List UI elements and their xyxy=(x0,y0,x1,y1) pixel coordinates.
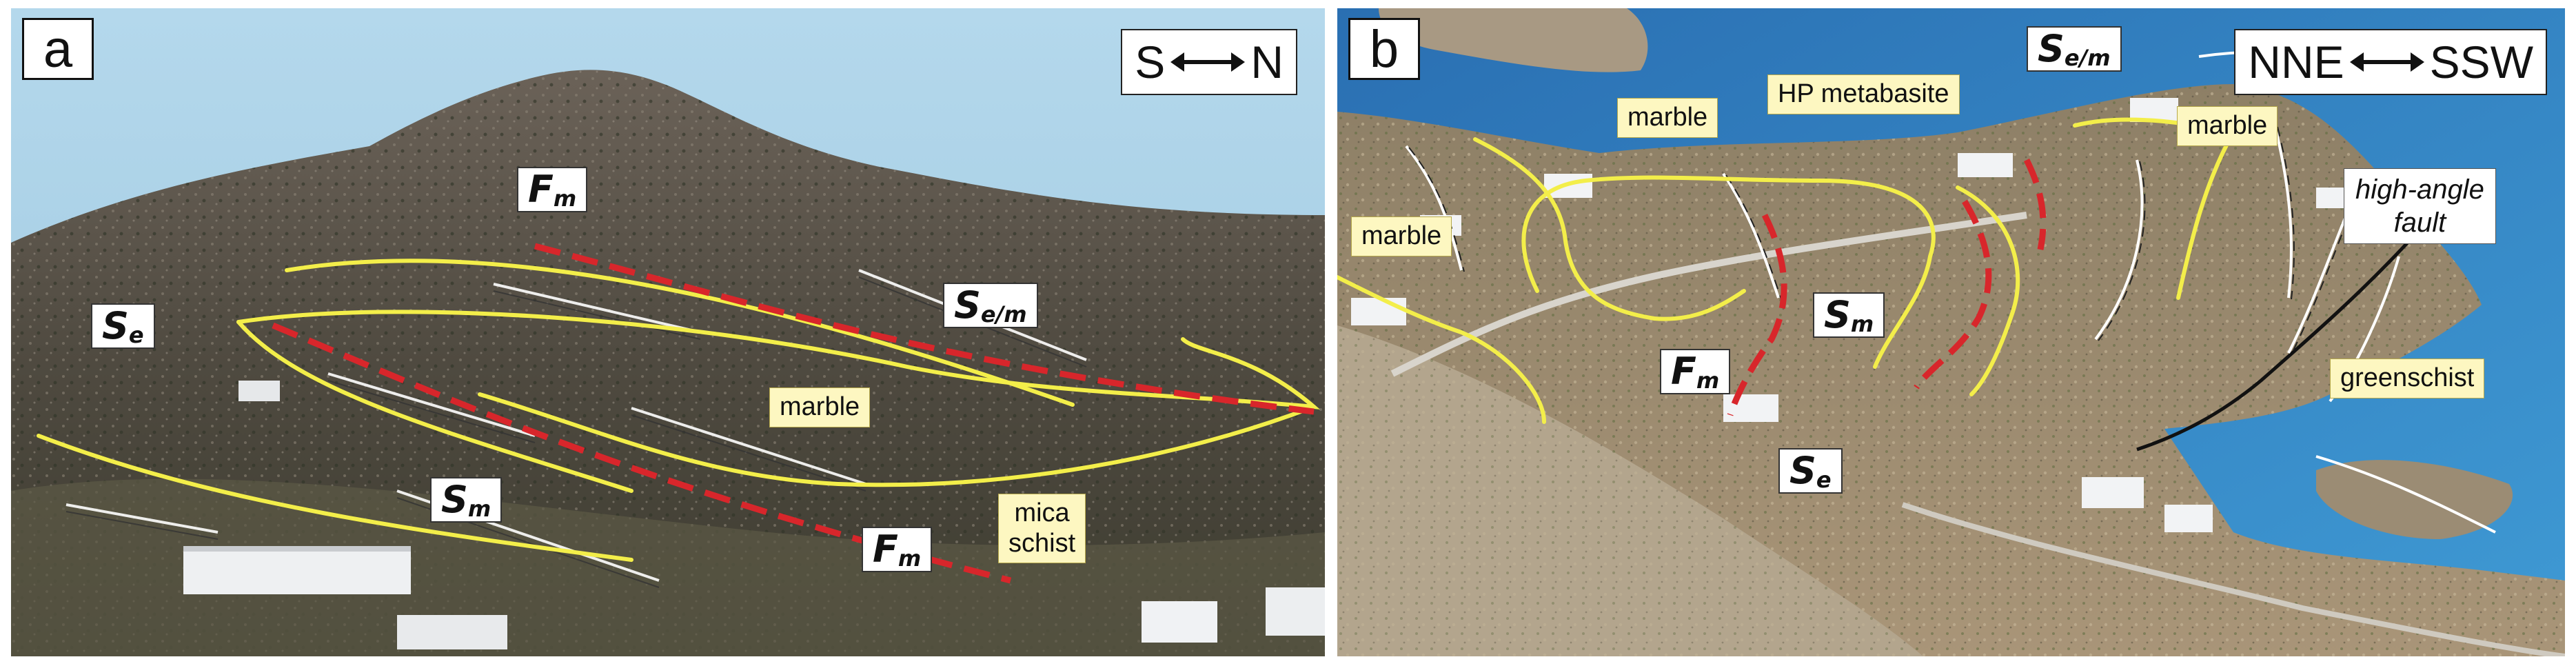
lithology-marble-a: marble xyxy=(769,387,871,427)
panel-a-photo: a S N Fm Se Se/m Sm Fm marble mica schis… xyxy=(11,8,1325,656)
orientation-left-b: NNE xyxy=(2248,37,2344,88)
lithology-mica-schist: mica schist xyxy=(998,494,1086,564)
double-arrow-icon xyxy=(2349,52,2424,72)
orientation-indicator-b: NNE SSW xyxy=(2234,29,2547,95)
panel-b-photo: b NNE SSW Se/m Sm Fm Se marble marble HP… xyxy=(1337,8,2565,656)
lithology-greenschist: greenschist xyxy=(2330,359,2485,398)
label-fm-b: Fm xyxy=(1660,349,1731,394)
label-se-m-b: Se/m xyxy=(2027,26,2122,72)
coastline-photo-b xyxy=(1337,8,2565,656)
panel-b-letter: b xyxy=(1348,18,1420,80)
lithology-marble-b-center: marble xyxy=(1617,98,1718,138)
label-fm-top: Fm xyxy=(517,167,588,212)
panel-a-letter: a xyxy=(22,18,94,80)
label-sm-b: Sm xyxy=(1813,292,1885,338)
label-high-angle-fault: high-angle fault xyxy=(2344,168,2496,244)
label-sm: Sm xyxy=(430,477,503,523)
lithology-hp-metabasite: HP metabasite xyxy=(1767,74,1960,114)
orientation-indicator-a: S N xyxy=(1121,29,1297,95)
label-se-m: Se/m xyxy=(943,283,1038,328)
orientation-right-a: N xyxy=(1250,37,1284,88)
label-se: Se xyxy=(91,303,155,349)
label-se-b: Se xyxy=(1778,448,1843,494)
lithology-marble-b-left: marble xyxy=(1351,216,1452,256)
orientation-right-b: SSW xyxy=(2429,37,2533,88)
lithology-marble-b-right: marble xyxy=(2177,106,2278,146)
label-fm-bottom: Fm xyxy=(862,527,933,572)
hillside-photo-a xyxy=(11,8,1325,656)
orientation-left-a: S xyxy=(1135,37,1166,88)
double-arrow-icon xyxy=(1170,52,1246,72)
